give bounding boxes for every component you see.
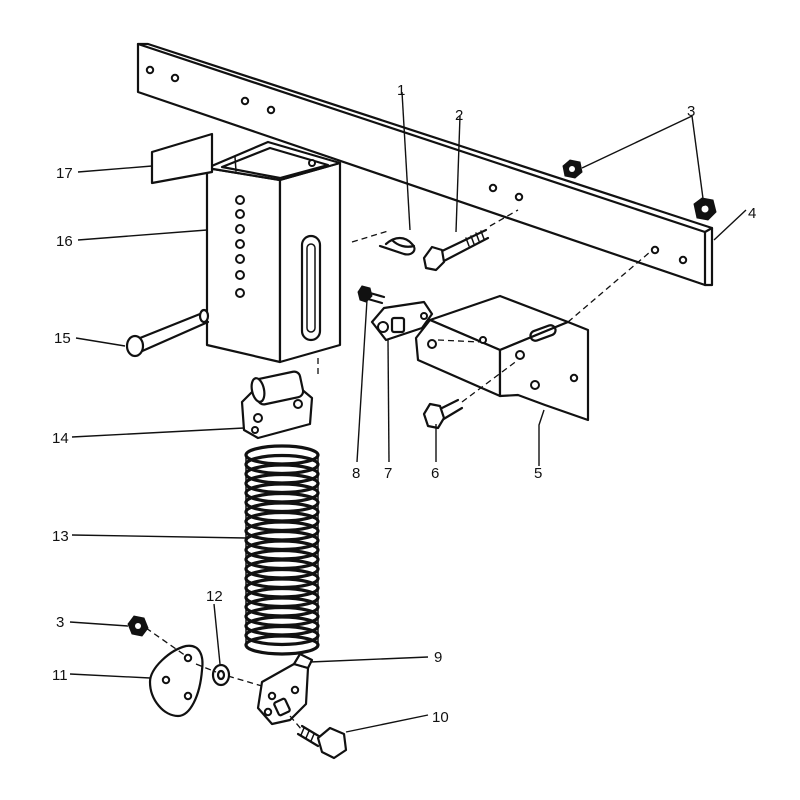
callout-7: 7: [384, 465, 392, 482]
part-16-square-tube: [205, 140, 342, 364]
part-8-screw: [357, 285, 386, 305]
callout-8: 8: [352, 465, 360, 482]
part-10-shoulder-bolt: [296, 724, 348, 760]
part-12-washer: [211, 663, 231, 687]
part-3-hex-nut-upper-a: [562, 159, 583, 179]
callout-labels: 1 2 3 4 5 6 7 8 9 10 11 12 13 14 15 16 1…: [52, 82, 756, 726]
callout-12: 12: [206, 588, 223, 605]
callout-3-upper: 3: [687, 103, 695, 120]
callout-5: 5: [534, 465, 542, 482]
callout-17: 17: [56, 165, 73, 182]
callout-3-lower: 3: [56, 614, 64, 631]
callout-6: 6: [431, 465, 439, 482]
part-11-triangular-plate: [148, 644, 204, 718]
part-4-flat-bar: [136, 42, 714, 287]
part-2-hex-bolt: [422, 228, 490, 272]
part-15-clevis-pin: [125, 308, 210, 358]
part-14-spring-bushing-bracket: [240, 370, 314, 440]
callout-10: 10: [432, 709, 449, 726]
callout-13: 13: [52, 528, 69, 545]
part-7-pivot-plate: [370, 300, 434, 342]
callout-11: 11: [52, 667, 68, 684]
callout-15: 15: [54, 330, 71, 347]
callout-1: 1: [397, 82, 405, 99]
part-9-lower-spring-bracket: [256, 652, 314, 726]
part-5-mounting-bracket: [414, 294, 590, 422]
part-13-coil-spring: [244, 444, 320, 656]
callout-2: 2: [455, 107, 463, 124]
callout-16: 16: [56, 233, 73, 250]
part-1-hairpin-cotter: [378, 236, 416, 256]
part-3-hex-nut-lower: [127, 615, 149, 637]
part-3-hex-nut-upper-b: [693, 197, 717, 221]
part-17-decal: [150, 132, 214, 185]
callout-9: 9: [434, 649, 442, 666]
callout-4: 4: [748, 205, 756, 222]
part-6-hex-bolt: [422, 398, 464, 430]
callout-14: 14: [52, 430, 69, 447]
leader-lines: [69, 91, 747, 733]
